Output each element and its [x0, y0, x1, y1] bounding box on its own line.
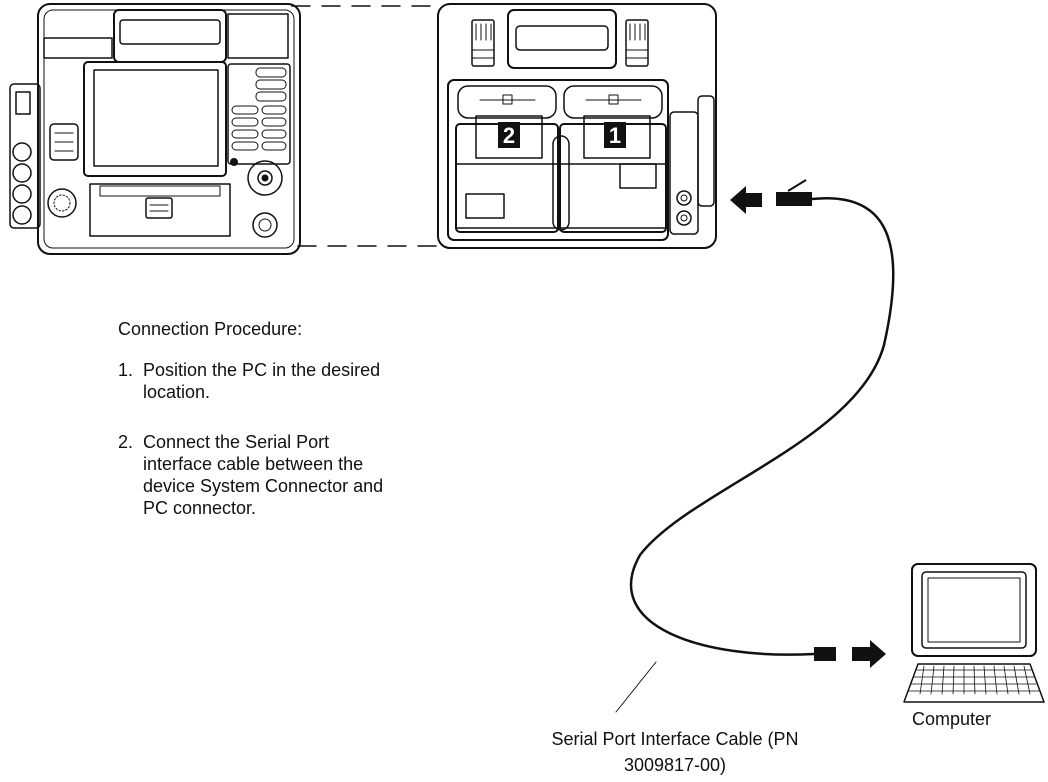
pc-connector-plug	[814, 647, 836, 661]
step-number: 1.	[118, 360, 134, 380]
procedure-step-2: 2. Connect the Serial Port interface cab…	[118, 431, 398, 519]
arrow-left-icon	[730, 186, 762, 214]
device-back-view	[437, 3, 717, 249]
cable-callout-line	[615, 661, 657, 713]
computer-label: Computer	[912, 709, 992, 729]
step-number: 2.	[118, 432, 134, 452]
step-text: Position the PC in the desired location.	[143, 360, 381, 402]
cable-label: Serial Port Interface Cable (PN 3009817-…	[551, 729, 799, 775]
battery-label-1: 1	[609, 123, 621, 148]
projection-lines	[291, 5, 437, 247]
battery-label-2: 2	[503, 123, 515, 148]
computer-icon	[903, 563, 1045, 703]
arrow-right-icon	[852, 640, 886, 668]
serial-cable	[629, 196, 895, 656]
system-connector-plug	[776, 179, 812, 206]
step-text: Connect the Serial Port interface cable …	[143, 432, 384, 518]
procedure-title: Connection Procedure:	[118, 319, 303, 339]
battery-labels: 2 1	[498, 122, 626, 148]
procedure-step-1: 1. Position the PC in the desired locati…	[118, 359, 398, 403]
device-front-view	[9, 3, 301, 255]
